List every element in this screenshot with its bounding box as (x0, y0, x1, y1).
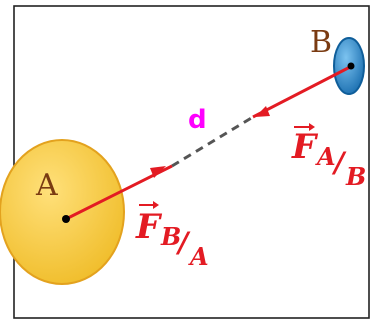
force-on-b-arrowhead (255, 106, 270, 117)
force-on-a-subscript: B (160, 222, 181, 251)
force-on-b-symbol: F (291, 127, 319, 167)
force-on-b-arrow (252, 64, 353, 119)
vector-arrow-head-f-a-b (309, 123, 315, 131)
force-on-a-symbol: F (135, 207, 163, 247)
force-on-b-subscript-2: B (345, 162, 366, 191)
force-on-a-arrowhead (150, 166, 166, 178)
vector-arrow-head-f-b-a (153, 201, 159, 209)
body-b-label: B (310, 25, 332, 60)
body-a-center-dot (62, 215, 70, 223)
force-on-b-subscript: A (315, 142, 336, 171)
force-on-a-subscript-2: A (188, 242, 209, 271)
force-on-b-slash: / (331, 146, 347, 179)
force-on-a-slash: / (175, 226, 191, 259)
force-on-a-label: F B / A (135, 201, 209, 271)
body-a-circle (0, 139, 125, 285)
force-on-b-label: F A / B (291, 123, 366, 191)
body-a-label: A (35, 168, 58, 203)
distance-label: d (188, 105, 207, 135)
distance-line (171, 115, 254, 168)
body-b-center-dot (347, 62, 355, 70)
